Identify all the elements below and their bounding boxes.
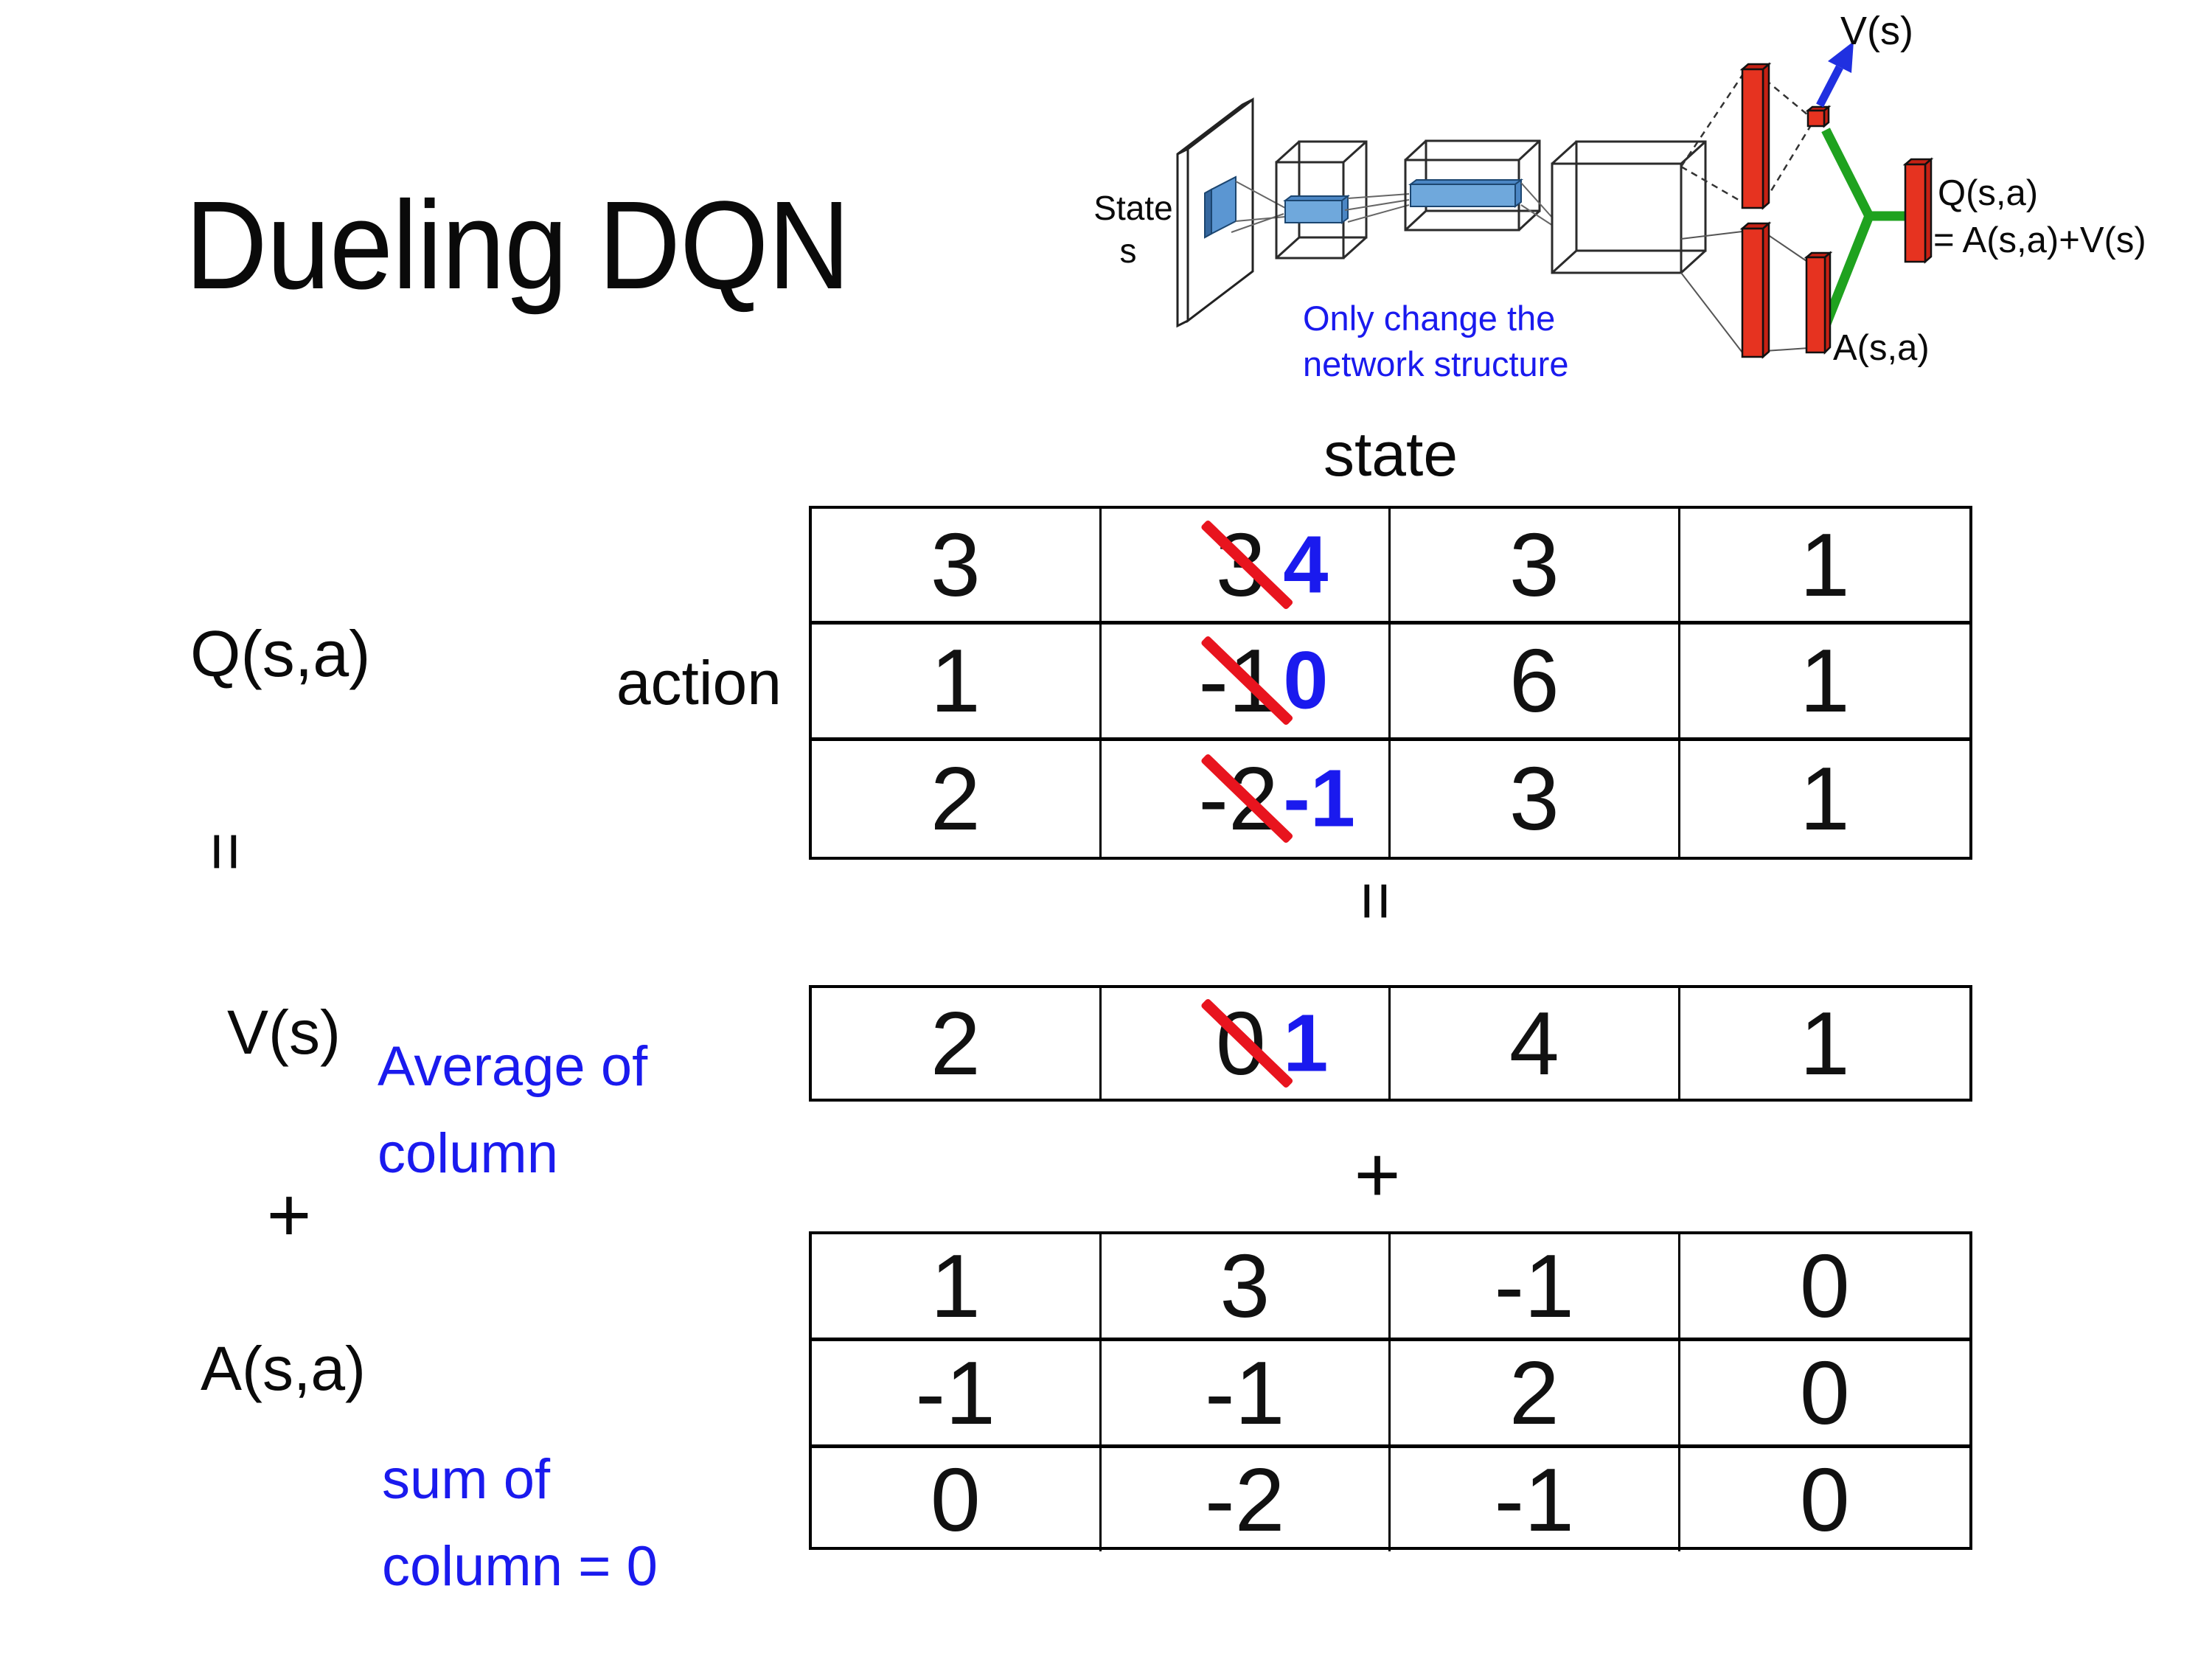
diagram-q-label-line1: Q(s,a): [1938, 173, 2038, 213]
q-cell: 1: [1680, 509, 1969, 625]
v-value-table: 2 0 1 4 1: [809, 985, 1972, 1102]
connector-fan-2: [1344, 193, 1410, 223]
a-cell: 0: [1799, 1450, 1850, 1550]
q-cell-edited: 3 4: [1101, 509, 1391, 625]
a-cell: -1: [1391, 1448, 1680, 1551]
advantage-bar: [1804, 251, 1833, 355]
average-note-line2: column: [378, 1122, 558, 1185]
a-cell: 1: [812, 1234, 1102, 1341]
sum-of-column-note: sum of column = 0: [382, 1436, 658, 1610]
q-new-value: 0: [1283, 635, 1329, 726]
diagram-state-label: State: [1093, 189, 1172, 227]
v-new-value: 1: [1283, 998, 1329, 1089]
plus-sign-left: +: [266, 1172, 312, 1258]
diagram-a-label: A(s,a): [1833, 328, 1930, 368]
feature-bar-1: [1283, 195, 1350, 224]
a-cell: -1: [812, 1341, 1102, 1448]
a-cell: -1: [1391, 1234, 1680, 1341]
diagram-note-line2: network structure: [1303, 344, 1568, 383]
average-of-column-note: Average of column: [378, 1023, 647, 1197]
q-value-table: 3 3 4 3 1 1 -1 0 6 1 2 -2 -1 3 1: [809, 506, 1972, 860]
fc-box-3: [1551, 140, 1707, 274]
average-note-line1: Average of: [378, 1035, 648, 1098]
q-cell: 1: [1799, 748, 1850, 849]
dueling-network-diagram: State s Only change the network structur…: [1093, 9, 2146, 383]
value-arrow: [1816, 41, 1854, 108]
q-cell-edited: -2 -1: [1102, 740, 1391, 857]
q-cell: 6: [1391, 625, 1680, 741]
a-value-table: 1 3 -1 0 -1 -1 2 0 0 -2 -1 0: [809, 1231, 1972, 1551]
a-cell: 0: [812, 1448, 1102, 1551]
equals-sign-center: =: [1338, 881, 1414, 921]
a-cell: -2: [1102, 1448, 1391, 1551]
q-new-value: -1: [1283, 753, 1356, 844]
q-cell: 1: [1680, 625, 1969, 741]
equals-sign-left: =: [188, 832, 264, 872]
value-node: [1805, 105, 1832, 128]
q-cell-edited: -1 0: [1101, 625, 1391, 741]
v-cell: 2: [812, 988, 1102, 1099]
a-cell: -1: [1101, 1341, 1391, 1448]
q-cell: 3: [1391, 509, 1680, 625]
value-stream-dashed-lines: [1680, 74, 1812, 204]
q-output-bar: [1902, 157, 1934, 264]
a-cell: 0: [1680, 1234, 1969, 1341]
q-cell: 3: [812, 509, 1102, 625]
feature-bar-2: [1408, 178, 1523, 208]
fc-bar-bottom: [1739, 221, 1772, 359]
a-cell: 0: [1680, 1341, 1969, 1448]
diagram-note-line1: Only change the: [1303, 299, 1555, 338]
slide-title: Dueling DQN: [185, 175, 850, 316]
advantage-stream-lines: [1680, 231, 1809, 353]
plus-sign-center: +: [1354, 1129, 1401, 1219]
a-matrix-label: A(s,a): [201, 1334, 366, 1403]
v-cell-edited: 0 1: [1102, 988, 1391, 1099]
q-cell: 3: [1391, 740, 1680, 857]
v-vector-label: V(s): [227, 998, 341, 1067]
a-cell: 2: [1391, 1341, 1680, 1448]
diagram-state-s-label: s: [1120, 232, 1137, 270]
q-cell: 1: [812, 625, 1102, 741]
aggregation-branch-green: [1821, 128, 1910, 327]
q-cell: 2: [812, 740, 1102, 857]
v-cell: 4: [1391, 988, 1680, 1099]
v-cell: 1: [1799, 993, 1850, 1093]
q-matrix-label: Q(s,a): [190, 617, 371, 690]
sum-note-line2: column = 0: [382, 1535, 658, 1598]
state-header: state: [1323, 420, 1458, 489]
diagram-v-label: V(s): [1840, 9, 1913, 53]
action-header: action: [616, 648, 782, 717]
sum-note-line1: sum of: [382, 1448, 551, 1511]
q-new-value: 4: [1283, 519, 1329, 611]
conv-filter-patch: [1204, 175, 1237, 239]
diagram-q-label-line2: = A(s,a)+V(s): [1933, 220, 2146, 260]
a-cell: 3: [1101, 1234, 1391, 1341]
conv-box-1: [1275, 140, 1368, 260]
connector-fan-3: [1520, 182, 1554, 226]
fc-bar-top: [1739, 62, 1772, 210]
